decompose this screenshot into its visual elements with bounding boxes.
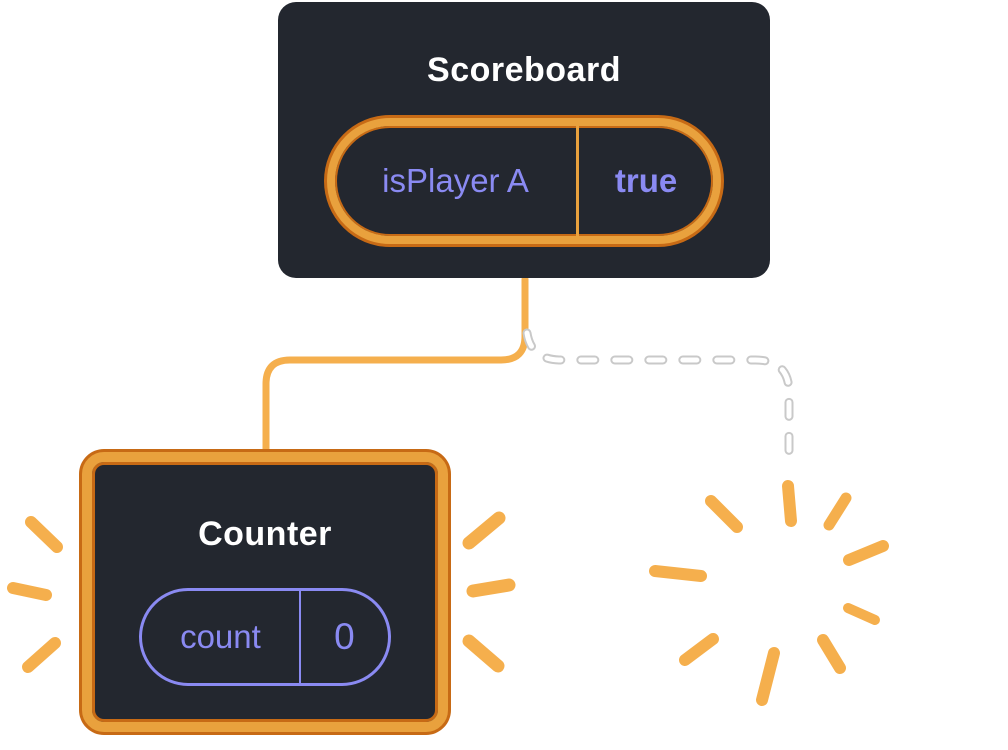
dashed-connector-line bbox=[522, 328, 794, 469]
state-key-label: count bbox=[180, 618, 261, 655]
pill-divider bbox=[298, 591, 301, 683]
counter-title: Counter bbox=[198, 515, 332, 553]
pill-divider bbox=[576, 126, 580, 236]
poof-burst-icon bbox=[649, 480, 889, 706]
scoreboard-state-pill: isPlayer A true bbox=[327, 118, 721, 244]
scoreboard-title: Scoreboard bbox=[427, 51, 621, 89]
scoreboard-component-card: Scoreboard isPlayer A true bbox=[278, 2, 770, 278]
state-key-label: isPlayer A bbox=[382, 162, 529, 199]
state-value-label: 0 bbox=[334, 616, 355, 657]
counter-component-card: Counter count 0 bbox=[82, 452, 448, 732]
state-value-label: true bbox=[614, 162, 678, 199]
solid-connector-line bbox=[262, 275, 529, 456]
emphasis-rays-left bbox=[7, 516, 63, 673]
emphasis-rays-right bbox=[462, 511, 516, 673]
counter-state-pill: count 0 bbox=[139, 588, 391, 686]
